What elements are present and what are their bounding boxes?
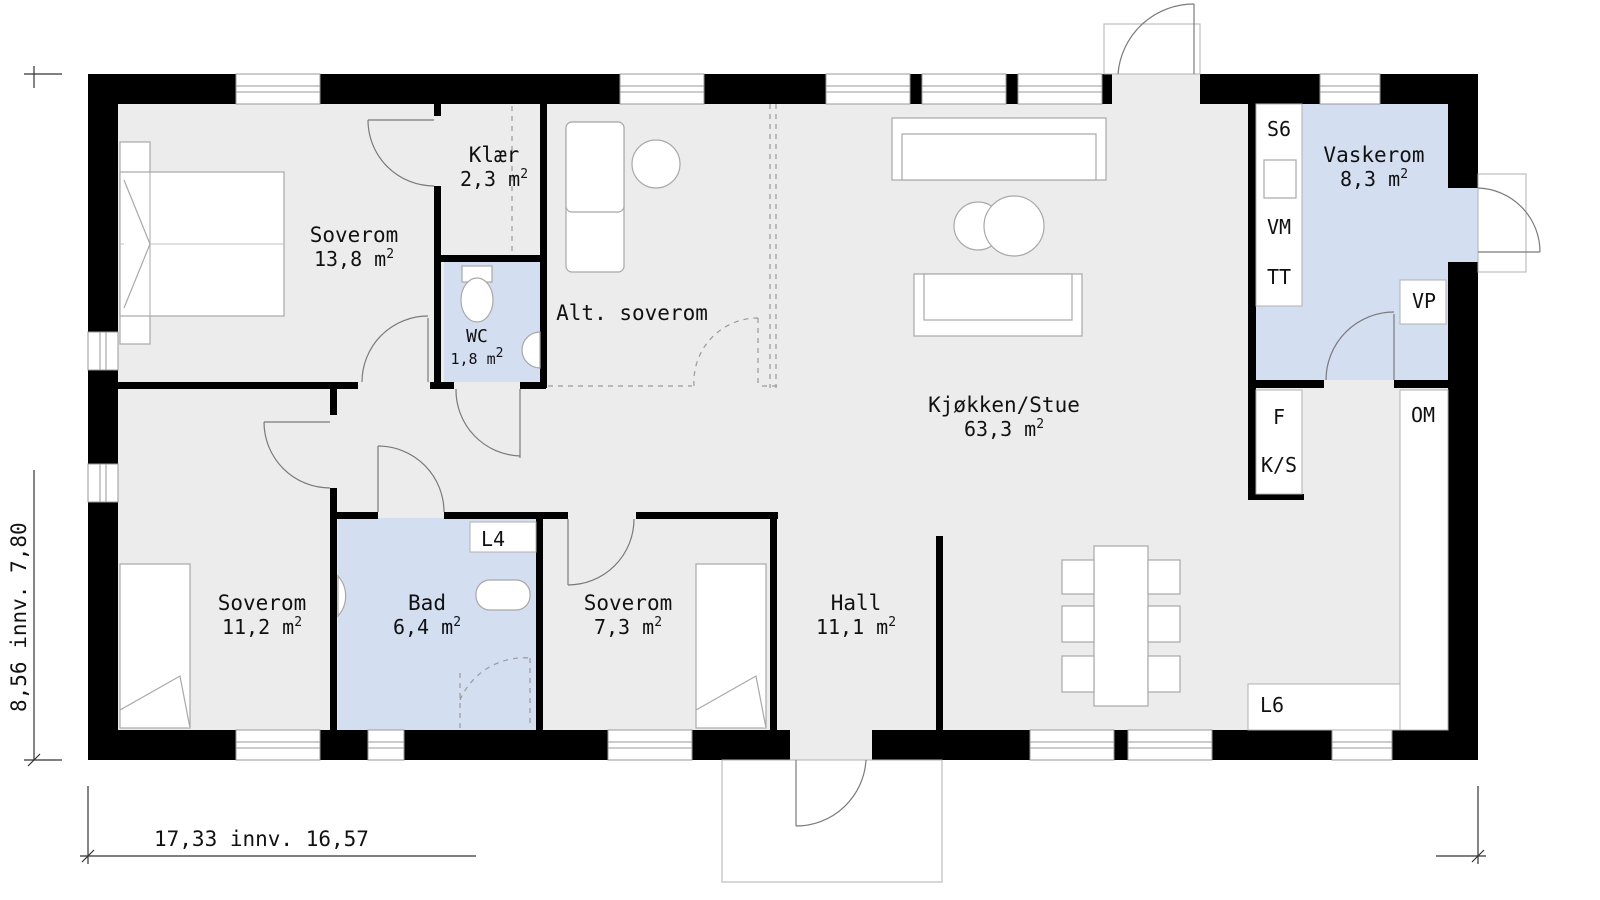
interior-walls <box>118 104 1448 730</box>
label-ks: K/S <box>1261 453 1297 477</box>
room-name-bad: Bad <box>408 591 446 615</box>
dimension-depth: 8,56 innv. 7,80 <box>7 522 31 712</box>
door-swings <box>263 3 1541 883</box>
room-name-soverom-2: Soverom <box>218 591 307 615</box>
dashed-partitions <box>459 104 778 728</box>
vaskerom-door-opening <box>1448 188 1478 262</box>
label-om: OM <box>1411 403 1435 427</box>
room-area-soverom-1: 13,8 m2 <box>314 247 394 271</box>
room-name-hall: Hall <box>831 591 882 615</box>
room-area-soverom-2: 11,2 m2 <box>222 615 302 639</box>
windows <box>87 73 1393 761</box>
floor-area <box>88 74 1476 760</box>
room-area-vaskerom: 8,3 m2 <box>1340 167 1408 191</box>
dimension-width: 17,33 innv. 16,57 <box>154 827 369 851</box>
room-area-bad: 6,4 m2 <box>393 615 461 639</box>
label-s6: S6 <box>1267 117 1291 141</box>
label-l6: L6 <box>1260 693 1284 717</box>
room-name-soverom-3: Soverom <box>584 591 673 615</box>
label-vp: VP <box>1412 289 1436 313</box>
bad-floor <box>338 518 536 730</box>
room-name-alt-soverom: Alt. soverom <box>556 301 708 325</box>
label-vm: VM <box>1267 215 1291 239</box>
front-door-opening-top <box>1112 74 1200 104</box>
room-name-klaer: Klær <box>469 143 520 167</box>
room-area-kjokken-stue: 63,3 m2 <box>964 417 1044 441</box>
room-area-hall: 11,1 m2 <box>816 615 896 639</box>
room-name-soverom-1: Soverom <box>310 223 399 247</box>
dimension-lines <box>24 66 1486 864</box>
label-l4: L4 <box>481 527 505 551</box>
room-area-klaer: 2,3 m2 <box>460 167 528 191</box>
main-door-opening <box>790 730 872 760</box>
room-labels: Soverom 13,8 m2 Klær 2,3 m2 WC 1,8 m2 Al… <box>218 143 1425 639</box>
room-name-wc: WC <box>466 326 488 347</box>
label-tt: TT <box>1267 265 1291 289</box>
room-name-kjokken-stue: Kjøkken/Stue <box>928 393 1080 417</box>
room-area-wc: 1,8 m2 <box>451 346 504 368</box>
furniture <box>119 103 1449 731</box>
room-name-vaskerom: Vaskerom <box>1323 143 1424 167</box>
room-area-soverom-3: 7,3 m2 <box>594 615 662 639</box>
label-f: F <box>1273 405 1285 429</box>
appliance-labels: S6 VM TT VP F K/S OM L4 L6 <box>481 117 1436 717</box>
